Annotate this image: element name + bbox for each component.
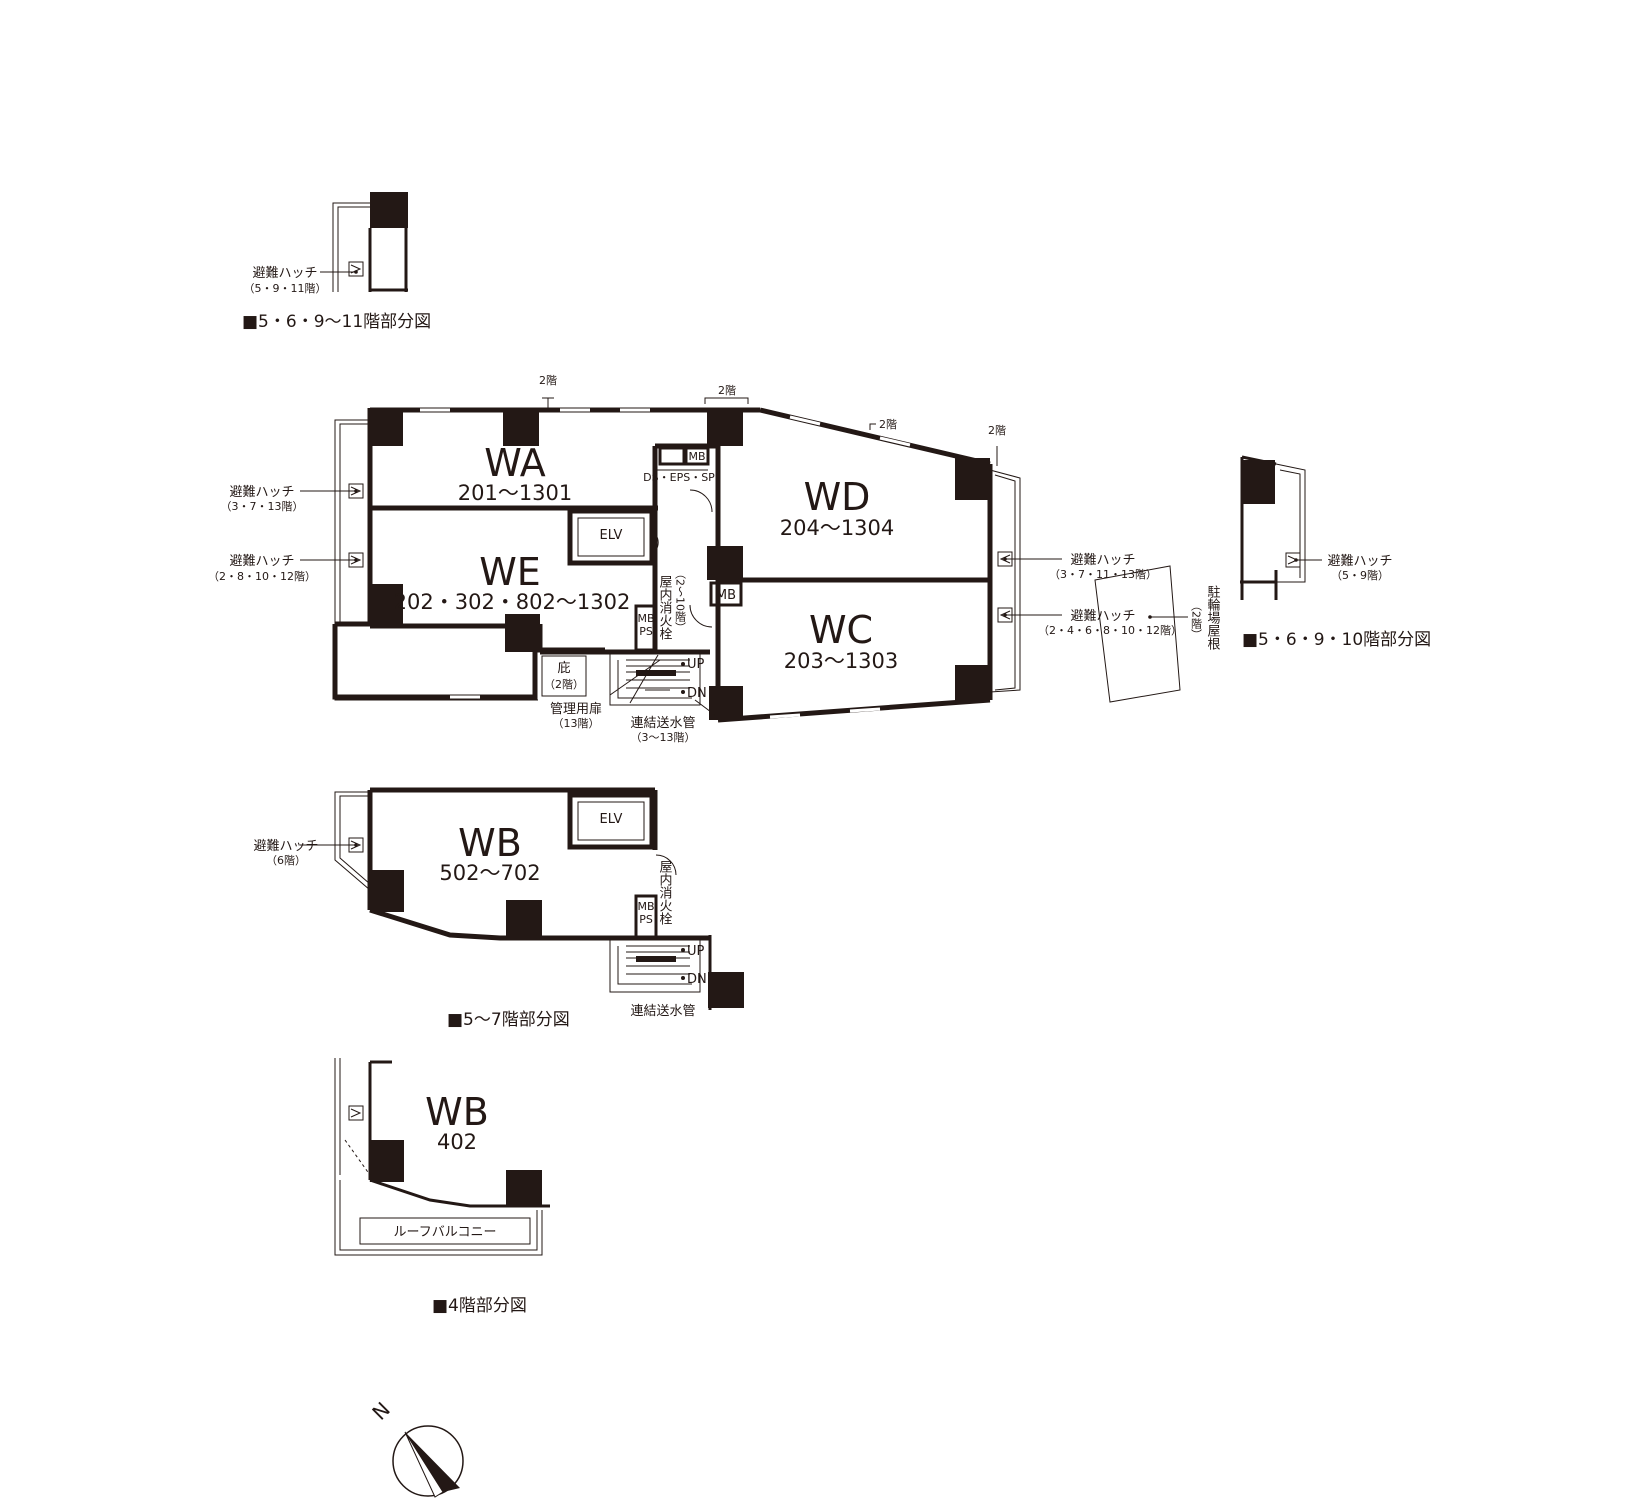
eave-floor-label: （2階） bbox=[544, 677, 584, 691]
fire-hydrant-label: 屋内消火栓 （2〜10階） bbox=[657, 568, 687, 640]
column bbox=[370, 1140, 404, 1182]
unit-wa-rooms: 201〜1301 bbox=[458, 481, 573, 505]
partial-plan-top-left: 避難ハッチ （5・9・11階） ■5・6・9〜11階部分図 bbox=[242, 192, 431, 332]
floor2-marker: 2階 bbox=[879, 417, 897, 431]
unit-wb4-rooms: 402 bbox=[437, 1130, 477, 1154]
bike-roof-label: 駐輪場屋根 bbox=[1205, 585, 1221, 650]
ds-eps-sp-label: DS・EPS・SP bbox=[643, 471, 715, 484]
caption-bottom: ■4階部分図 bbox=[432, 1296, 527, 1316]
hatch-floors-label: （2・4・6・8・10・12階） bbox=[1038, 623, 1182, 637]
compass-circle bbox=[392, 1425, 464, 1497]
hatch-label: 避難ハッチ bbox=[253, 839, 318, 854]
floor2-marker: 2階 bbox=[539, 373, 557, 387]
bike-roof-outline bbox=[1094, 565, 1181, 703]
unit-wa-name: WA bbox=[484, 441, 546, 485]
stairs-up-label: UP bbox=[687, 657, 705, 672]
mb-label: MB bbox=[637, 612, 654, 625]
stairs-up-label: UP bbox=[687, 944, 705, 959]
caption-right: ■5・6・9・10階部分図 bbox=[1242, 630, 1431, 650]
floor2-marker: 2階 bbox=[718, 383, 736, 397]
column bbox=[707, 410, 743, 446]
mgmt-door-floor-label: （13階） bbox=[553, 716, 600, 730]
svg-text:（2〜10階）: （2〜10階） bbox=[674, 568, 687, 633]
ps-label: PS bbox=[639, 913, 653, 926]
eave-box bbox=[541, 655, 587, 697]
mb-label: MB bbox=[716, 588, 736, 603]
partial-plan-right: 避難ハッチ （5・9階） ■5・6・9・10階部分図 bbox=[1240, 455, 1431, 650]
unit-wb57-name: WB bbox=[458, 821, 522, 865]
mb-box bbox=[684, 446, 710, 466]
north-label: N bbox=[367, 1397, 395, 1425]
column bbox=[955, 665, 990, 702]
hatch-floors-label: （2・8・10・12階） bbox=[208, 569, 316, 583]
unit-wb57-rooms: 502〜702 bbox=[439, 861, 540, 885]
unit-wd-name: WD bbox=[804, 475, 871, 519]
unit-wd-rooms: 204〜1304 bbox=[780, 516, 895, 540]
standpipe-label: 連結送水管 bbox=[630, 1004, 695, 1019]
standpipe-label: 連結送水管 bbox=[630, 716, 695, 731]
elevator-shaft bbox=[567, 792, 655, 850]
column bbox=[955, 458, 990, 500]
hatch-label: 避難ハッチ bbox=[1070, 609, 1135, 624]
unit-wc-name: WC bbox=[809, 608, 873, 652]
hatch-floors-label: （6階） bbox=[266, 853, 306, 867]
eave-label: 庇 bbox=[557, 661, 570, 676]
column bbox=[370, 410, 403, 446]
column bbox=[708, 972, 744, 1008]
unit-wb4-name: WB bbox=[425, 1090, 489, 1134]
partial-plan-5-7: MB PS 避難ハッチ （6階） UP DN WB 50 bbox=[253, 787, 744, 1030]
elv-label: ELV bbox=[600, 528, 623, 543]
unit-we-rooms: 202・302・802〜1302 bbox=[394, 590, 631, 614]
mb-label: MB bbox=[637, 900, 654, 913]
hatch-label: 避難ハッチ bbox=[1070, 553, 1135, 568]
mb-label: MB bbox=[688, 450, 705, 463]
hatch-label: 避難ハッチ bbox=[229, 554, 294, 569]
hatch-label: 避難ハッチ bbox=[229, 485, 294, 500]
roof-balcony-label: ルーフバルコニー bbox=[394, 1225, 497, 1240]
column bbox=[506, 900, 542, 938]
column bbox=[370, 192, 408, 228]
hatch-floors-label: （3・7・13階） bbox=[221, 499, 304, 513]
hatch-floors-label: （5・9階） bbox=[1331, 568, 1389, 582]
stairs-down-label: DN bbox=[687, 686, 707, 701]
unit-we-name: WE bbox=[479, 550, 541, 594]
north-arrow: N bbox=[367, 1397, 464, 1498]
column bbox=[505, 614, 540, 652]
mb-box bbox=[709, 581, 743, 607]
staircase: UP DN bbox=[609, 652, 707, 706]
column bbox=[1242, 460, 1275, 504]
column bbox=[503, 410, 539, 446]
column bbox=[370, 584, 403, 624]
main-plan-labels: WA 201〜1301 WE 202・302・802〜1302 WD 204〜1… bbox=[208, 373, 1220, 744]
svg-text:屋内消火栓: 屋内消火栓 bbox=[657, 575, 673, 640]
hatch-floors-label: （5・9・11階） bbox=[244, 281, 327, 295]
fire-hydrant-label: 屋内消火栓 bbox=[657, 860, 673, 925]
hatch-label: 避難ハッチ bbox=[1327, 554, 1392, 569]
north-arrow-icon bbox=[405, 1432, 460, 1492]
ps-label: PS bbox=[639, 625, 653, 638]
floor2-marker: 2階 bbox=[988, 423, 1006, 437]
main-floor-plan: MB DS・EPS・SP MB MB PS 屋内消火栓 （2〜10階） bbox=[332, 407, 1181, 723]
hatch-floors-label: （3・7・11・13階） bbox=[1049, 567, 1157, 581]
standpipe-floors-label: （3〜13階） bbox=[631, 730, 696, 744]
mb-ps-box bbox=[634, 894, 658, 940]
stairs-down-label: DN bbox=[687, 972, 707, 987]
mb-ps-box bbox=[634, 604, 658, 652]
caption-middle: ■5〜7階部分図 bbox=[447, 1010, 570, 1030]
hatch-label: 避難ハッチ bbox=[252, 266, 317, 281]
column bbox=[506, 1170, 542, 1206]
column bbox=[370, 870, 404, 912]
hatch-symbol bbox=[348, 261, 364, 277]
bike-roof-floor-label: （2階） bbox=[1190, 600, 1203, 640]
partial-plan-4: ルーフバルコニー WB 402 ■4階部分図 bbox=[334, 1058, 550, 1316]
mgmt-door-label: 管理用扉 bbox=[550, 701, 602, 717]
elv-label: ELV bbox=[600, 812, 623, 827]
column bbox=[707, 546, 743, 580]
caption-top-left: ■5・6・9〜11階部分図 bbox=[242, 312, 431, 332]
unit-wc-rooms: 203〜1303 bbox=[784, 649, 899, 673]
staircase: UP DN bbox=[609, 938, 707, 993]
